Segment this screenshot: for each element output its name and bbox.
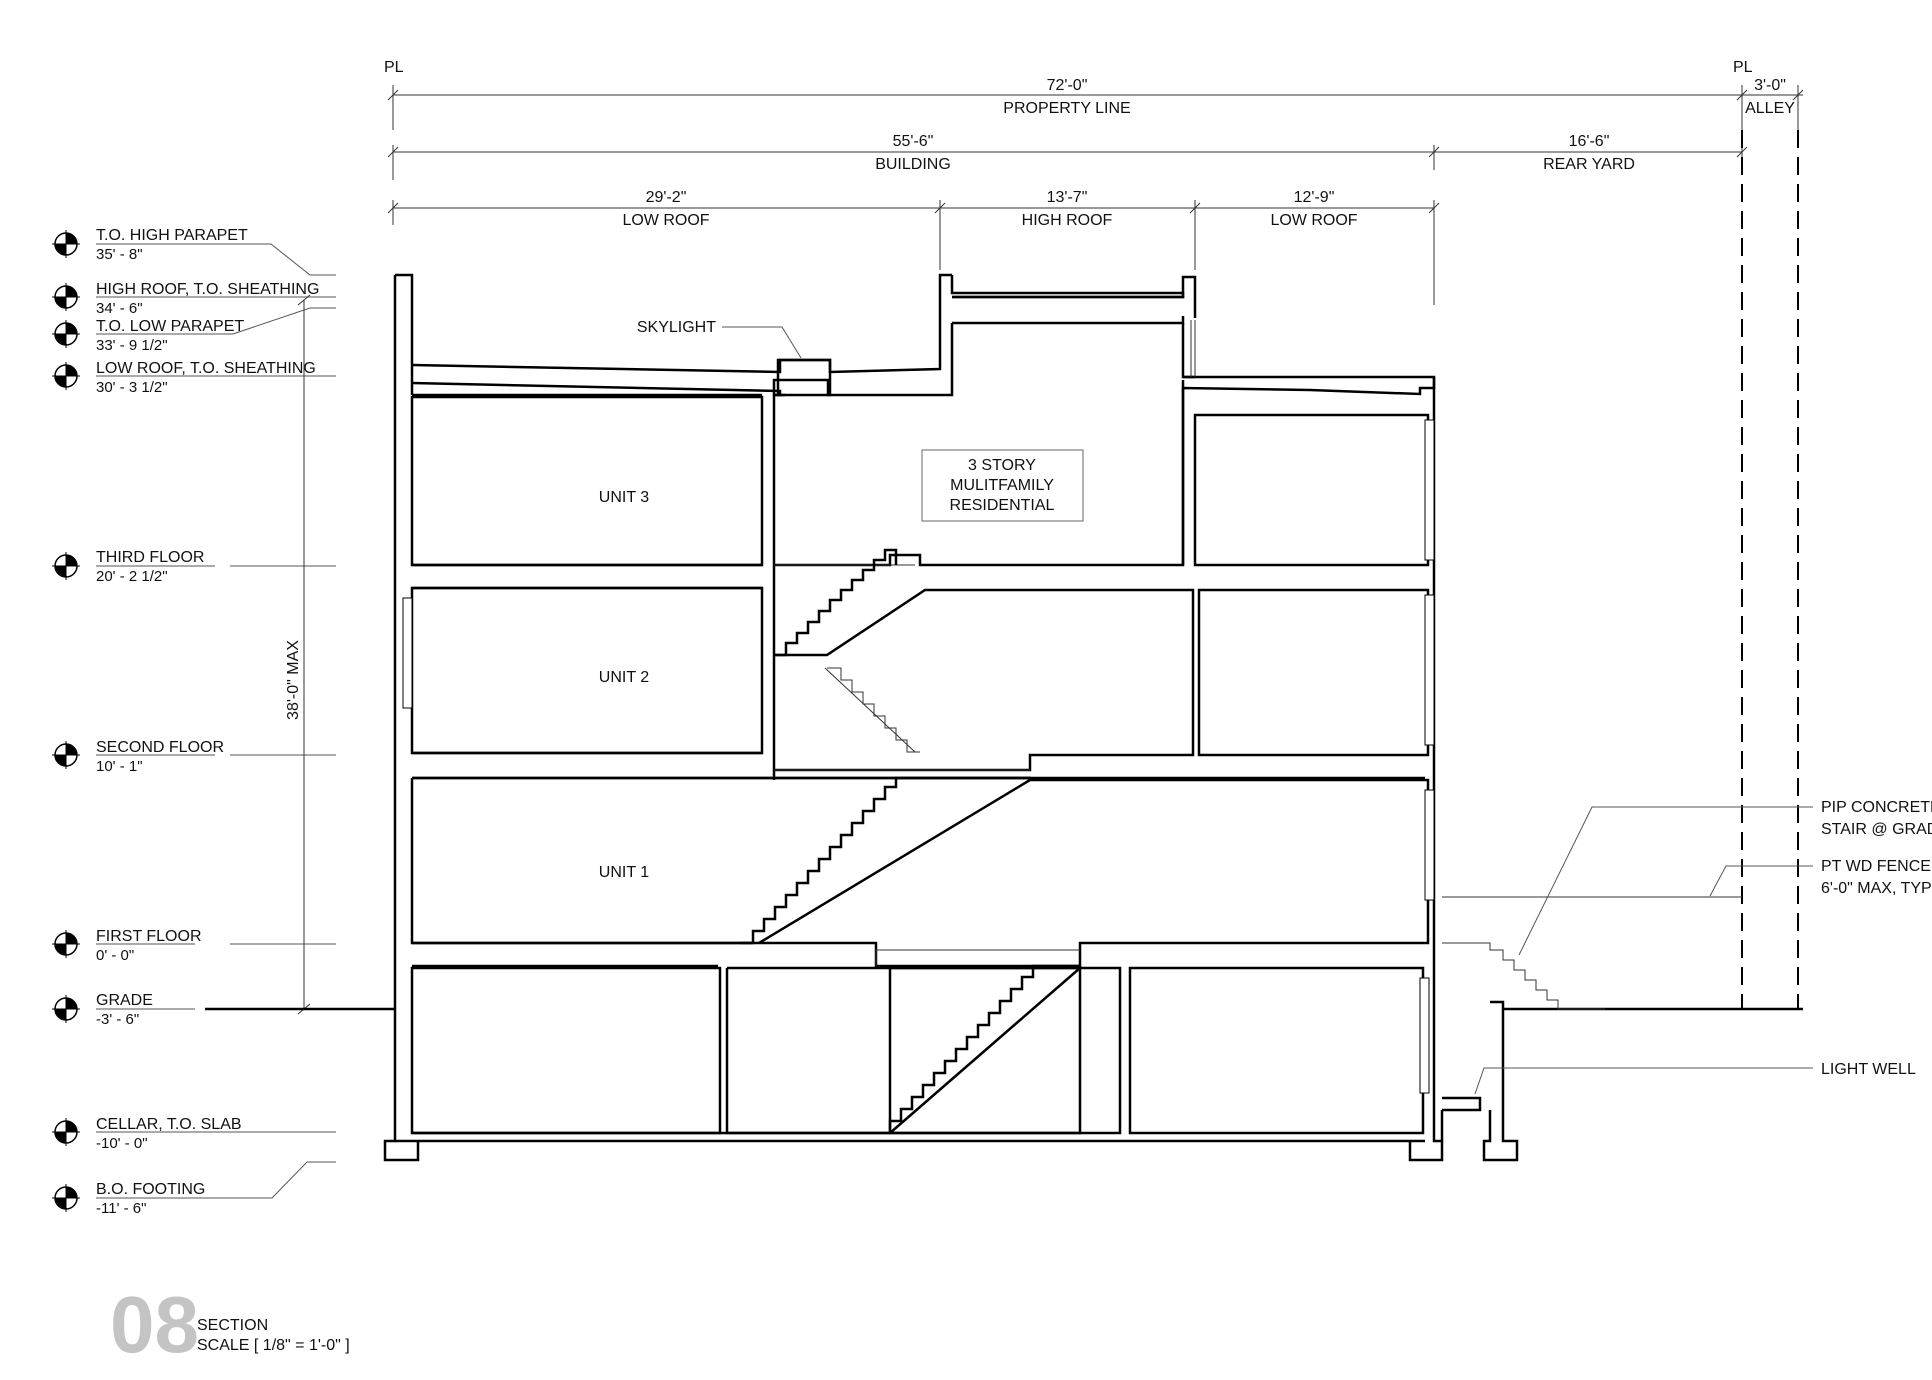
rear-room-second	[1197, 588, 1430, 757]
unit-3-room	[410, 395, 764, 567]
building-type-line: MULITFAMILY	[950, 477, 1054, 494]
building-type-line: 3 STORY	[968, 457, 1036, 474]
level-datum-icon	[52, 362, 80, 390]
level-marker: LOW ROOF, T.O. SHEATHING 30' - 3 1/2"	[52, 360, 336, 396]
drawing-title-block: 08 SECTION SCALE [ 1/8" = 1'-0" ]	[110, 1280, 350, 1369]
windows	[402, 419, 1435, 1094]
skylight-label: SKYLIGHT	[637, 319, 716, 336]
drawing-title: SECTION	[197, 1317, 268, 1334]
unit-1-label: UNIT 1	[599, 864, 649, 881]
level-name: LOW ROOF, T.O. SHEATHING	[96, 360, 316, 377]
cellar-room-rear	[1128, 966, 1425, 1135]
dim-high-roof-label: HIGH ROOF	[1022, 212, 1113, 229]
level-elevation: 30' - 3 1/2"	[96, 379, 168, 396]
dim-alley-value: 3'-0"	[1754, 77, 1786, 94]
level-marker: B.O. FOOTING -11' - 6"	[52, 1161, 336, 1217]
level-datum-icon	[52, 1118, 80, 1146]
dim-alley-label: ALLEY	[1745, 100, 1795, 117]
level-datum-icon	[52, 1184, 80, 1212]
stair-callout-line: STAIR @ GRADE	[1821, 821, 1932, 838]
level-elevation: 0' - 0"	[96, 947, 134, 964]
level-marker: CELLAR, T.O. SLAB -10' - 0"	[52, 1116, 336, 1152]
cellar-room-front	[410, 966, 722, 1135]
level-name: HIGH ROOF, T.O. SHEATHING	[96, 281, 319, 298]
dim-high-roof-value: 13'-7"	[1047, 189, 1088, 206]
level-datum-icon	[52, 930, 80, 958]
unit-3-label: UNIT 3	[599, 489, 649, 506]
fence-callout-line: PT WD FENCE,	[1821, 858, 1932, 875]
dim-building-label: BUILDING	[875, 156, 951, 173]
level-marker: T.O. LOW PARAPET 33' - 9 1/2"	[52, 307, 336, 354]
pl-left-label: PL	[384, 59, 404, 76]
level-datum-icon	[52, 995, 80, 1023]
level-name: T.O. HIGH PARAPET	[96, 227, 248, 244]
level-marker: T.O. HIGH PARAPET 35' - 8"	[52, 227, 336, 276]
light-well-label: LIGHT WELL	[1821, 1061, 1916, 1078]
dim-overall-label: PROPERTY LINE	[1003, 100, 1130, 117]
level-marker: HIGH ROOF, T.O. SHEATHING 34' - 6"	[52, 281, 336, 317]
stair-callout-line: PIP CONCRETE	[1821, 799, 1932, 816]
level-name: FIRST FLOOR	[96, 928, 202, 945]
pl-right-label: PL	[1733, 59, 1753, 76]
height-max-label: 38'-0" MAX	[285, 640, 302, 720]
unit-2-room	[410, 586, 764, 755]
dim-low-roof-front-value: 29'-2"	[646, 189, 687, 206]
dim-building-value: 55'-6"	[893, 133, 934, 150]
level-name: GRADE	[96, 992, 153, 1009]
level-elevation: 35' - 8"	[96, 246, 143, 263]
dim-low-roof-rear-value: 12'-9"	[1294, 189, 1335, 206]
level-elevation: 20' - 2 1/2"	[96, 568, 168, 585]
building-type-line: RESIDENTIAL	[950, 497, 1055, 514]
level-elevation: 10' - 1"	[96, 758, 143, 775]
level-datum-icon	[52, 741, 80, 769]
stairs	[741, 548, 1742, 1133]
skylight-callout: SKYLIGHT	[637, 319, 802, 359]
level-elevation: -3' - 6"	[96, 1011, 139, 1028]
level-elevation: -10' - 0"	[96, 1135, 148, 1152]
level-datum-icon	[52, 283, 80, 311]
level-name: SECOND FLOOR	[96, 739, 224, 756]
level-datum-icon	[52, 552, 80, 580]
drawing-scale: SCALE [ 1/8" = 1'-0" ]	[197, 1337, 350, 1354]
fence-callout: PT WD FENCE, 6'-0" MAX, TYP	[1709, 858, 1932, 897]
level-datum-icon	[52, 320, 80, 348]
level-marker: THIRD FLOOR 20' - 2 1/2"	[52, 549, 336, 585]
rooms	[410, 380, 1430, 1135]
level-marker: SECOND FLOOR 10' - 1"	[52, 739, 336, 775]
level-elevation: 33' - 9 1/2"	[96, 337, 168, 354]
level-name: THIRD FLOOR	[96, 549, 204, 566]
stair-callout: PIP CONCRETE STAIR @ GRADE	[1518, 799, 1932, 956]
level-marker: FIRST FLOOR 0' - 0"	[52, 928, 336, 964]
building-type-box: 3 STORY MULITFAMILY RESIDENTIAL	[921, 449, 1084, 522]
dim-low-roof-front-label: LOW ROOF	[622, 212, 709, 229]
dimension-strings: PL PL 72'-0" PROPERTY LINE 3'-0" ALLEY 5…	[384, 59, 1804, 305]
dim-rear-yard-value: 16'-6"	[1569, 133, 1610, 150]
dim-low-roof-rear-label: LOW ROOF	[1270, 212, 1357, 229]
level-name: T.O. LOW PARAPET	[96, 318, 244, 335]
level-elevation: 34' - 6"	[96, 300, 143, 317]
drawing-number: 08	[110, 1280, 199, 1369]
level-name: CELLAR, T.O. SLAB	[96, 1116, 242, 1133]
level-marker: GRADE -3' - 6"	[52, 992, 195, 1028]
level-markers: T.O. HIGH PARAPET 35' - 8" HIGH ROOF, T.…	[52, 227, 336, 1217]
height-max-dimension: 38'-0" MAX	[285, 294, 311, 1015]
light-well	[1440, 1000, 1519, 1162]
fence-callout-line: 6'-0" MAX, TYP	[1821, 880, 1932, 897]
dim-overall-value: 72'-0"	[1047, 77, 1088, 94]
unit-2-label: UNIT 2	[599, 669, 649, 686]
light-well-callout: LIGHT WELL	[1474, 1061, 1916, 1095]
rear-room-third	[1193, 413, 1430, 567]
dim-rear-yard-label: REAR YARD	[1543, 156, 1635, 173]
level-datum-icon	[52, 230, 80, 258]
building-section	[383, 273, 1444, 1162]
level-name: B.O. FOOTING	[96, 1181, 205, 1198]
level-elevation: -11' - 6"	[96, 1200, 146, 1217]
